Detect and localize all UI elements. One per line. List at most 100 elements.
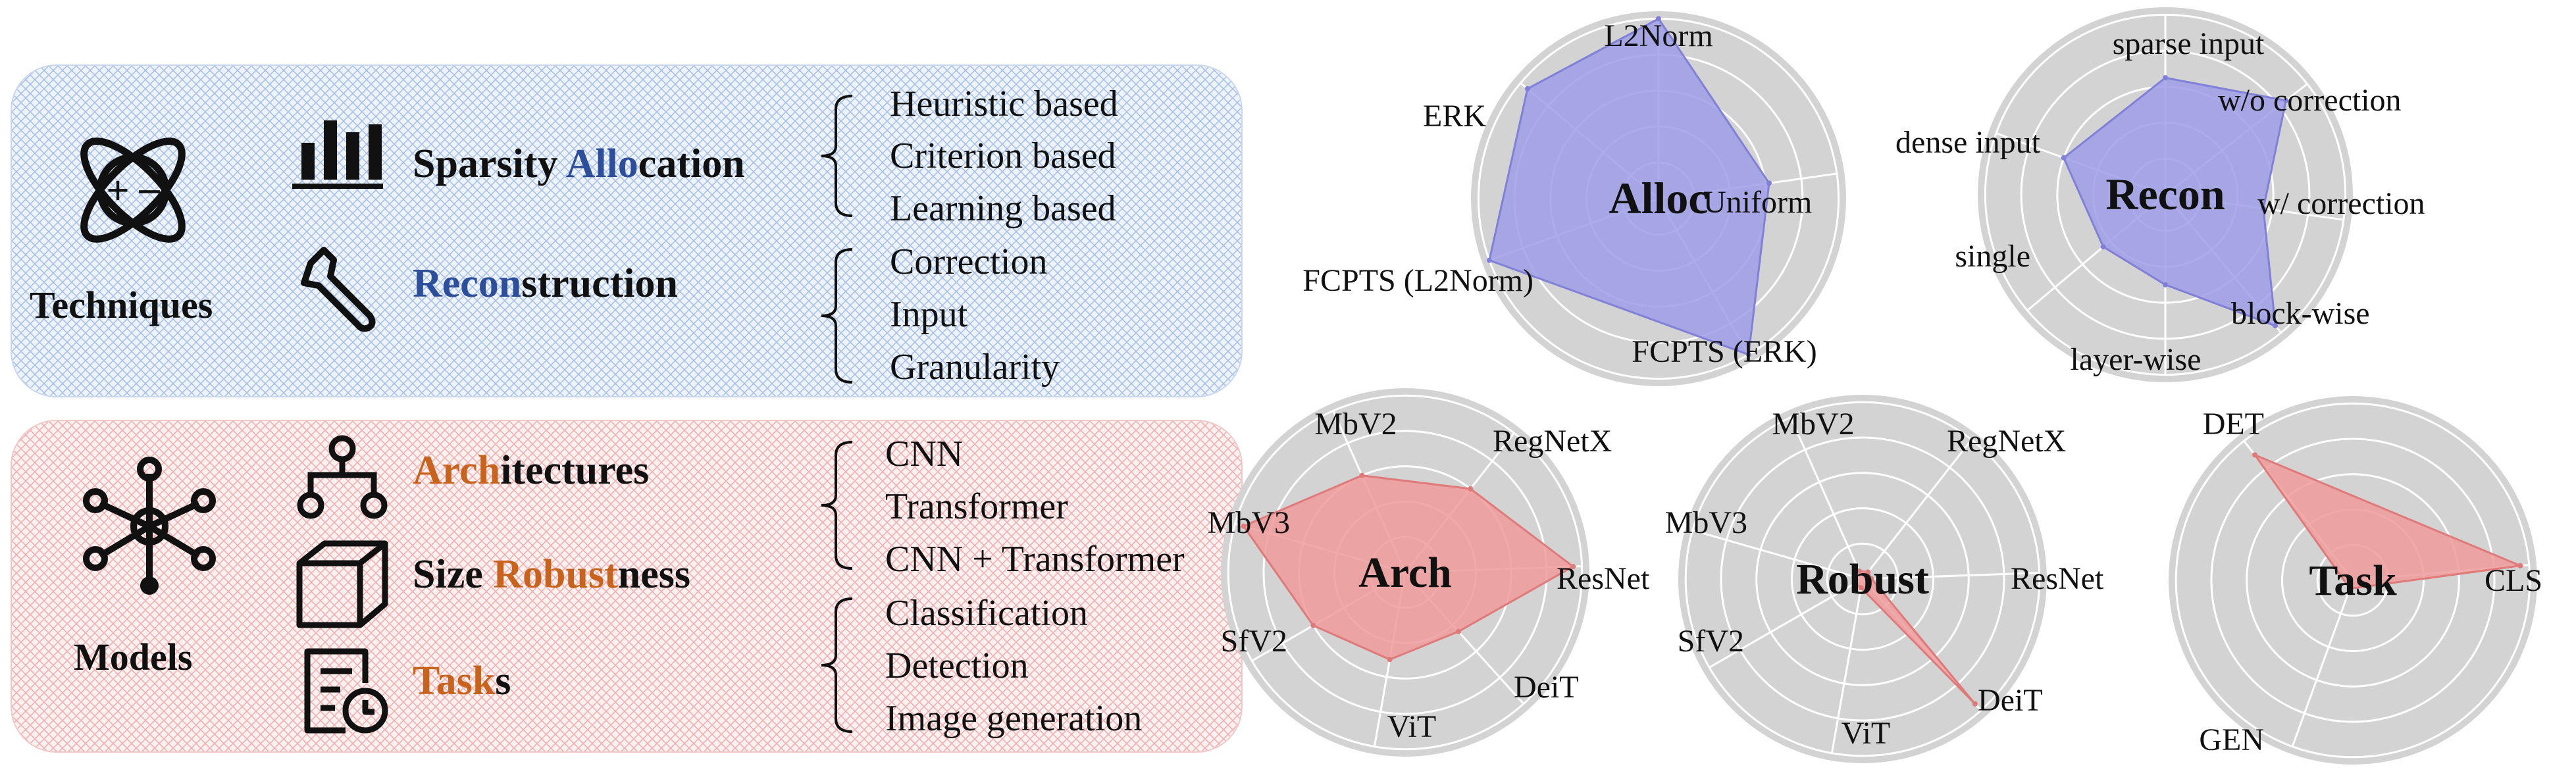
task-item-image-generation: Image generation [885,698,1143,739]
recon-suffix: struction [521,261,678,306]
radar-title: Recon [2105,169,2225,219]
radar-series-recon [2062,76,2288,328]
radar-series-alloc [1488,17,1770,356]
radar-axis-label: dense input [1895,125,2041,160]
recon-item-input: Input [890,294,968,335]
wrench-icon [301,247,376,332]
radar-ring [2246,473,2460,688]
radar-spoke [2291,580,2354,747]
tasks-highlight: Task [413,659,496,703]
radar-axis-label: single [1955,239,2030,274]
models-panel [11,420,1243,753]
radar-spoke [1862,572,2040,580]
recon-item-granularity: Granularity [890,347,1060,388]
radar-ring [2175,402,2531,759]
radar-point-cls [2517,563,2523,568]
arch-item-transformer: Transformer [885,486,1068,527]
sparsity-allocation-title: Sparsity Allocation [413,141,745,188]
radar-title: Alloc [1609,173,1708,223]
radar-axis-label: SfV2 [1221,624,1287,659]
techniques-label: Techniques [30,284,213,326]
radar-title: Arch [1358,549,1452,597]
radar-point-resnet [1868,576,1874,582]
radar-spoke [1709,578,1863,668]
radar-spoke [1692,529,1863,580]
radar-series-arch [1242,474,1575,661]
radar-point-w-o-correction [2283,97,2289,103]
radar-axis-label: FCPTS (ERK) [1632,334,1816,369]
sparsity-highlight: Allo [565,141,638,186]
task-clock-icon [304,648,388,734]
radar-axis-label: Uniform [1703,185,1812,220]
radar-axis-label: DeiT [1978,683,2043,718]
arch-item-hybrid: CNN + Transformer [885,539,1185,580]
recon-highlight: Recon [413,261,522,306]
radar-point-regnetx [1468,486,1474,491]
radar-point-vit [1858,585,1864,591]
radar-point-regnetx [1865,569,1871,575]
radar-point-sfv2 [1310,622,1316,628]
radar-axis-label: sparse input [2113,26,2265,61]
radar-axis-label: ViT [1842,716,1890,751]
size-prefix: Size [413,552,494,597]
radar-point-sparse-input [2163,75,2168,81]
radar-axis-label: RegNetX [1947,424,2066,459]
radar-axis-label: MbV3 [1665,505,1747,540]
radar-axis-label: CLS [2485,563,2542,598]
sparsity-item-criterion: Criterion based [890,136,1116,176]
radar-axis-label: GEN [2199,722,2264,757]
size-robustness-title: Size Robustness [413,551,690,598]
radar-point-resnet [1570,564,1576,570]
radar-ring [1720,436,2005,722]
radar-axis-label: ResNet [2011,561,2104,596]
recon-item-correction: Correction [890,241,1048,282]
radar-point-sfv2 [1852,580,1858,586]
radar-axis-label: MbV2 [1772,407,1854,441]
radar-axis-label: L2Norm [1604,18,1713,53]
radar-series-task [2252,452,2525,590]
bracket-sparsity [821,95,853,217]
sparsity-suffix: cation [638,141,745,186]
radar-point-mbv3 [1241,523,1247,529]
radar-axis-label: SfV2 [1678,624,1744,659]
tasks-title: Tasks [413,658,511,705]
sparsity-item-heuristic: Heuristic based [890,84,1118,124]
arch-highlight: Arch [413,448,501,493]
radar-point-fcpts-erk- [1745,351,1751,357]
atom-icon: + – [80,138,186,243]
radar-axis-label: MbV2 [1314,407,1397,441]
radar-axis-label: ERK [1423,99,1486,134]
bracket-arch [821,441,853,570]
bracket-tasks [821,597,853,733]
hierarchy-icon [297,435,388,519]
bracket-recon [821,248,853,384]
radar-ring [1826,542,1899,616]
radar-ring [1684,401,2041,757]
bar-chart-icon [292,120,383,189]
radar-point-fcpts-l2norm- [1486,257,1492,263]
radar-title: Robust [1796,555,1929,603]
radar-axis-label: FCPTS (L2Norm) [1302,263,1533,298]
radar-point-single [2100,244,2106,250]
radar-point-gen [2347,586,2353,592]
techniques-panel [11,64,1243,397]
radar-axis-label: w/ correction [2257,186,2425,221]
radar-spoke [1830,578,1864,753]
radar-point-layer-wise [2163,282,2168,288]
radar-ring [1790,507,1935,651]
radar-axis-label: ViT [1387,709,1436,744]
cube-icon [296,540,388,628]
models-label: Models [74,636,193,678]
size-suffix: ness [617,552,691,597]
radar-ring [1755,472,1970,686]
radar-axis-label: DET [2203,407,2264,441]
task-item-detection: Detection [885,645,1029,686]
network-icon [83,457,216,595]
radar-point-dense-input [2061,155,2067,161]
radar-axis-label: ResNet [1557,561,1650,596]
